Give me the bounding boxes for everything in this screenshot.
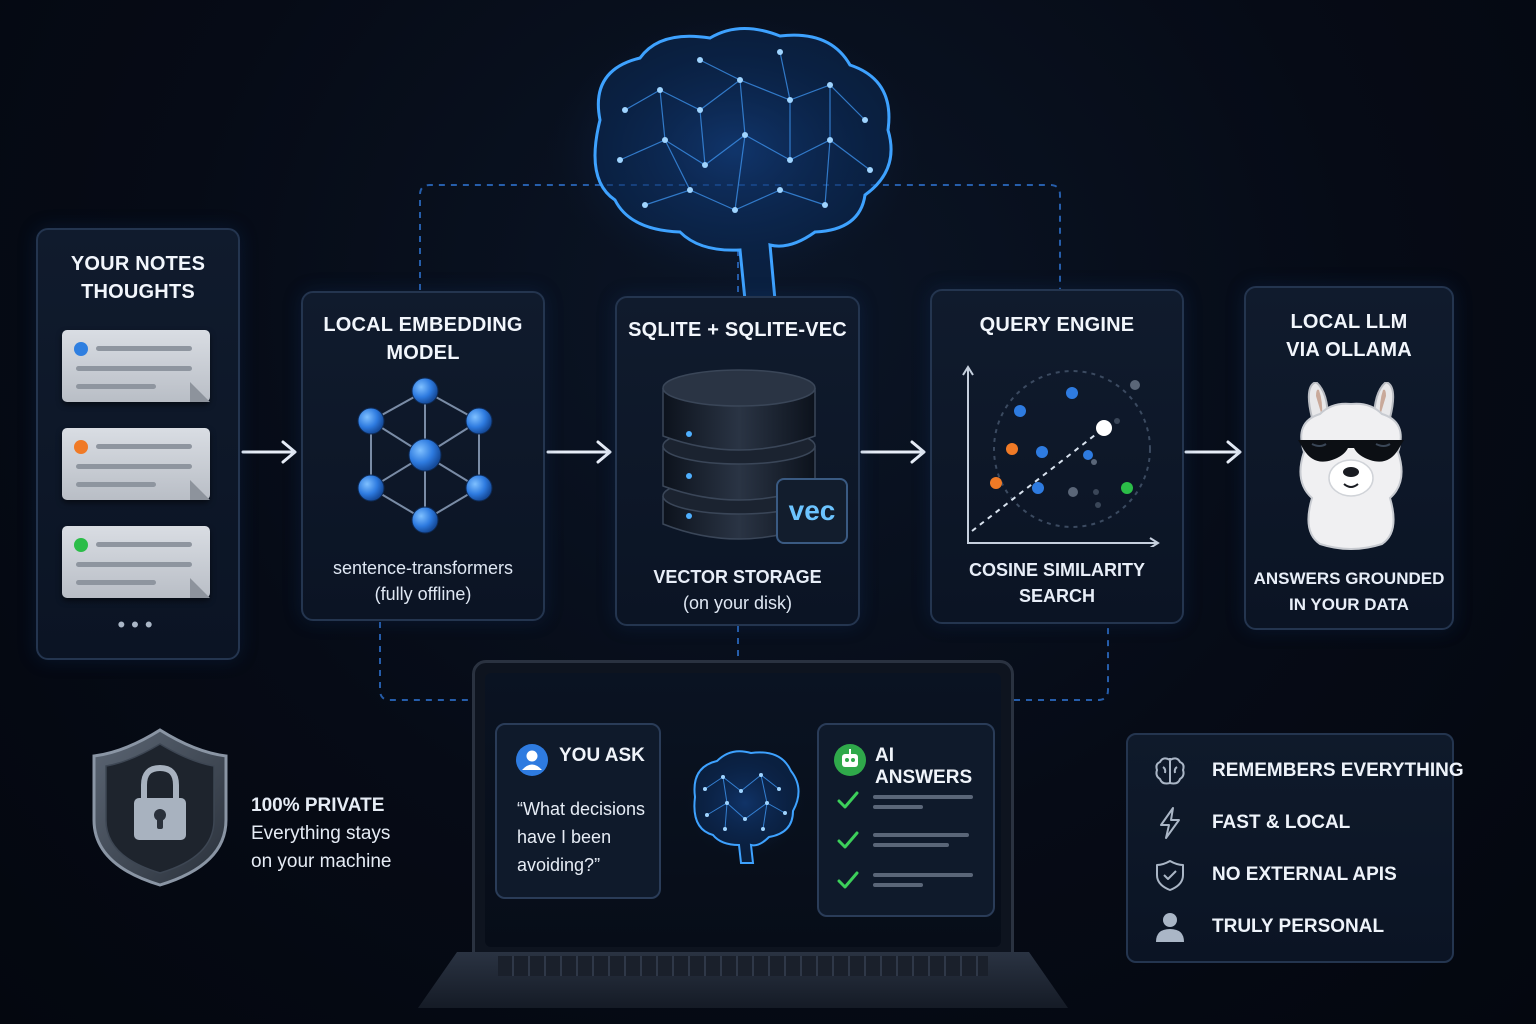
- privacy-line-1: Everything stays: [251, 823, 391, 844]
- query-card-caption: COSINE SIMILARITY SEARCH: [968, 560, 1145, 606]
- more-notes-ellipsis-icon: •••: [117, 612, 159, 637]
- vec-badge: vec: [776, 478, 848, 544]
- privacy-shield-icon: [92, 728, 228, 887]
- laptop-brain-icon: [685, 747, 805, 864]
- vec-badge-label: vec: [788, 495, 836, 526]
- user-avatar-icon: [516, 744, 548, 776]
- note-sheet: [62, 330, 210, 402]
- you-ask-panel: YOU ASK “What decisions have I been avoi…: [495, 723, 661, 899]
- feature-item: TRULY PERSONAL: [1150, 907, 1384, 947]
- feature-item: FAST & LOCAL: [1150, 803, 1350, 843]
- note-sheet: [62, 526, 210, 598]
- feature-label: REMEMBERS EVERYTHING: [1212, 760, 1464, 781]
- robot-icon: [834, 744, 866, 776]
- features-card: REMEMBERS EVERYTHING FAST & LOCAL NO EXT…: [1126, 733, 1464, 963]
- llm-card-title: LOCAL LLM VIA OLLAMA: [1286, 311, 1412, 361]
- sqlite-card-title: SQLITE + SQLITE-VEC: [628, 319, 847, 341]
- privacy-line-2: on your machine: [251, 851, 392, 872]
- ai-answers-label: AI ANSWERS: [875, 745, 973, 788]
- llm-card-caption: ANSWERS GROUNDED IN YOUR DATA: [1253, 569, 1445, 614]
- sqlite-card: SQLITE + SQLITE-VEC vec VECTOR STORAGE (…: [615, 296, 860, 626]
- shield-check-icon: [1150, 855, 1190, 895]
- feature-label: TRULY PERSONAL: [1212, 916, 1385, 937]
- feature-item: NO EXTERNAL APIS: [1150, 855, 1397, 895]
- sqlite-card-caption: VECTOR STORAGE: [653, 567, 822, 587]
- feature-label: NO EXTERNAL APIS: [1212, 864, 1397, 885]
- lightning-icon: [1150, 803, 1190, 843]
- laptop-screen: YOU ASK “What decisions have I been avoi…: [472, 660, 1014, 956]
- feature-item: REMEMBERS EVERYTHING: [1150, 751, 1464, 791]
- database-icon: [662, 369, 816, 540]
- laptop-display: YOU ASK “What decisions have I been avoi…: [485, 673, 1001, 947]
- sqlite-card-subtitle: (on your disk): [682, 593, 793, 613]
- local-llm-card: LOCAL LLM VIA OLLAMA ANSWERS GROUNDED IN…: [1244, 286, 1454, 630]
- you-ask-label: YOU ASK: [559, 745, 645, 766]
- keyboard: [498, 956, 988, 976]
- embedding-model-card: LOCAL EMBEDDING MODEL sentence-transform…: [301, 291, 545, 621]
- neural-network-icon: [357, 377, 493, 534]
- query-card-title: QUERY ENGINE: [979, 314, 1135, 336]
- brain-icon: [1150, 751, 1190, 791]
- embedding-card-subtitle: sentence-transformers (fully offline): [332, 558, 514, 604]
- note-sheet: [62, 428, 210, 500]
- question-text: “What decisions have I been avoiding?”: [517, 799, 646, 875]
- answer-checklist: [837, 791, 973, 889]
- person-icon: [1150, 907, 1190, 947]
- brain-graphic: [545, 10, 925, 302]
- flow-arrows: [241, 440, 1242, 464]
- notes-card-title: YOUR NOTES THOUGHTS: [70, 253, 206, 303]
- ai-answers-panel: AI ANSWERS: [817, 723, 995, 917]
- privacy-title: 100% PRIVATE: [251, 795, 385, 816]
- embedding-card-title: LOCAL EMBEDDING MODEL: [323, 314, 523, 364]
- notes-card: YOUR NOTES THOUGHTS •••: [36, 228, 240, 660]
- query-engine-card: QUERY ENGINE COSINE SIMILARITY: [930, 289, 1184, 624]
- privacy-statement: 100% PRIVATE Everything stays on your ma…: [251, 792, 391, 876]
- laptop-keyboard-base: [418, 952, 1068, 1008]
- similarity-scatter-icon: [962, 365, 1160, 547]
- feature-label: FAST & LOCAL: [1212, 812, 1351, 833]
- llama-icon: [1298, 382, 1404, 550]
